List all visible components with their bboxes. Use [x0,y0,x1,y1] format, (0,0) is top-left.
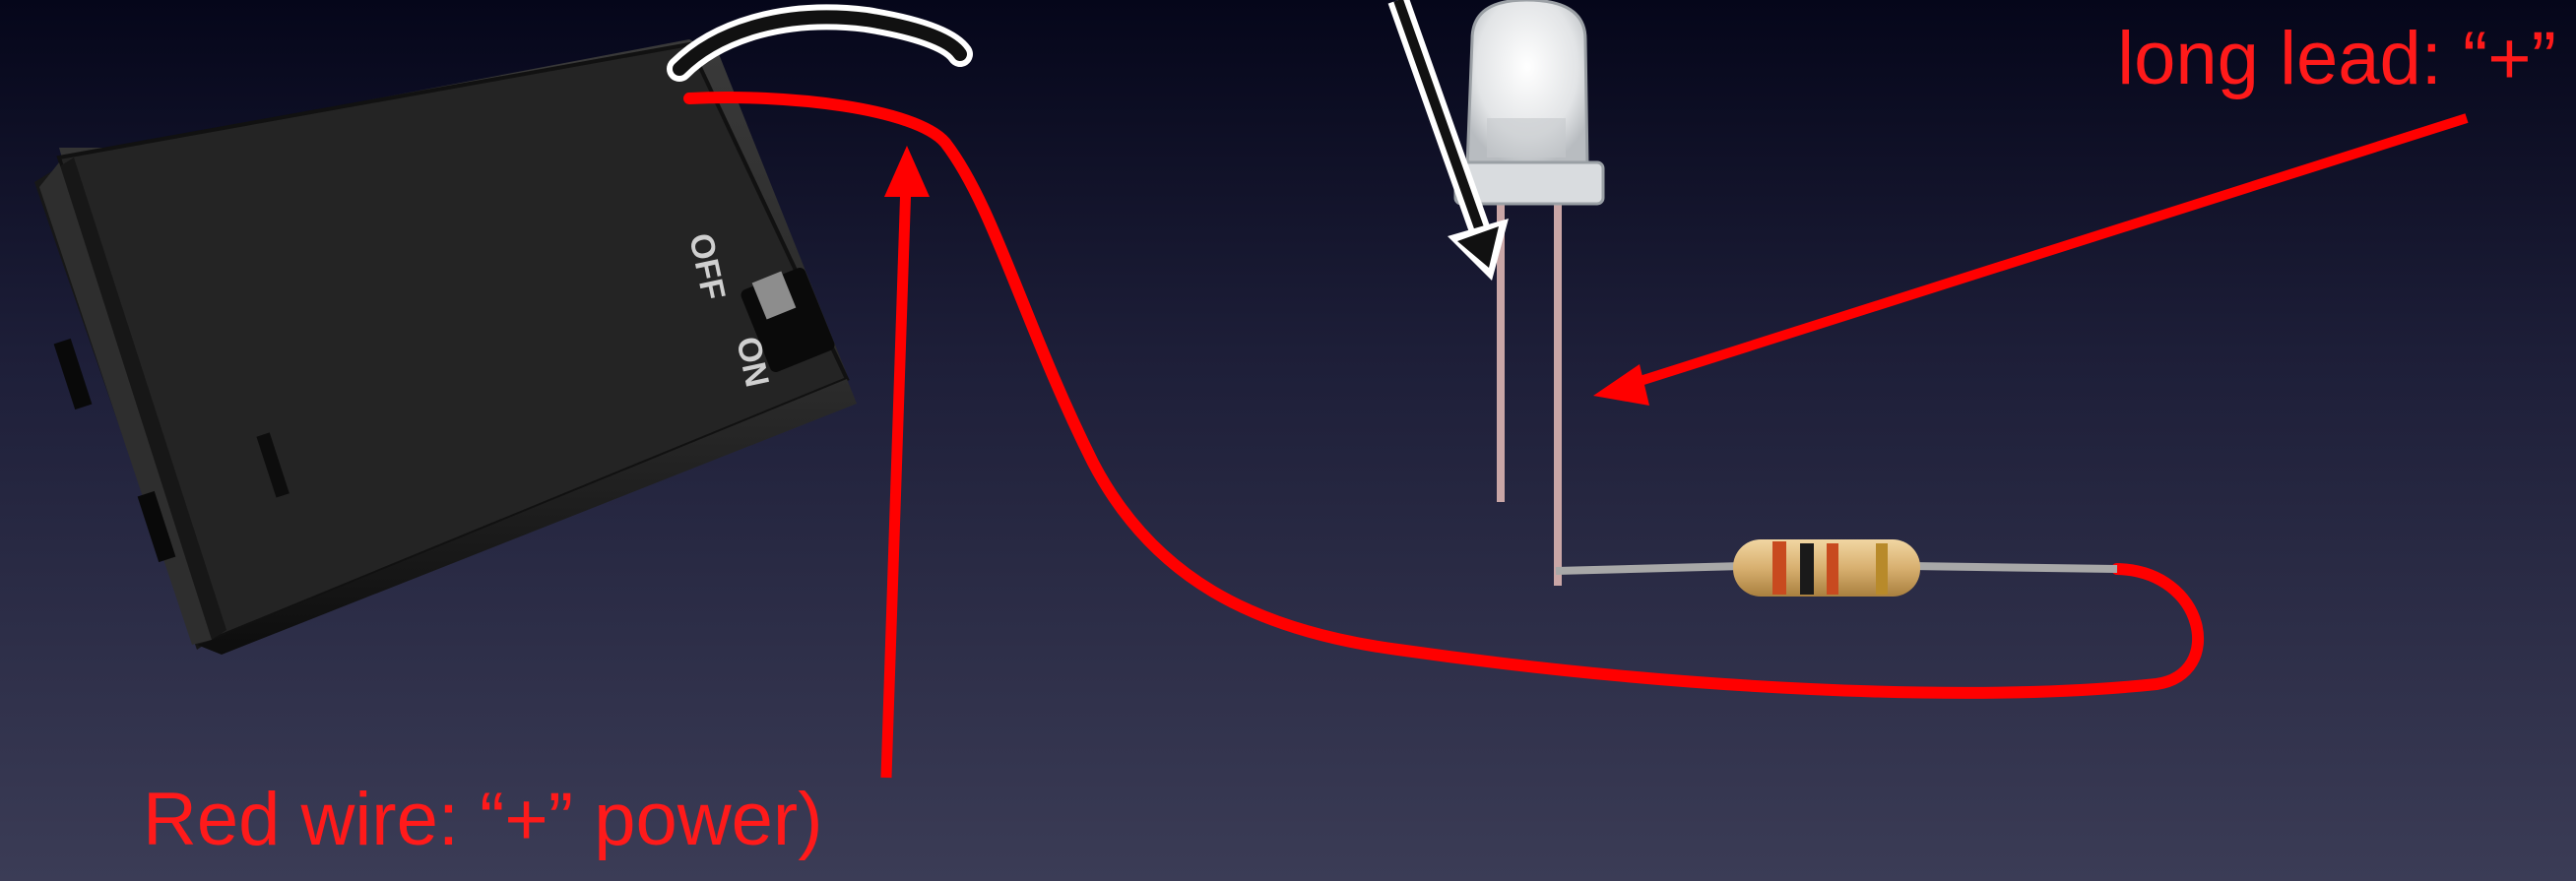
led [1455,0,1603,586]
battery-holder: OFF ON [34,39,857,655]
long-lead-label: long lead: “+” [2117,22,2556,96]
red-wire-arrow [884,146,930,778]
long-lead-arrow [1593,118,2467,406]
red-wire-label: Red wire: “+” power) [143,783,823,857]
resistor [1556,539,2117,597]
